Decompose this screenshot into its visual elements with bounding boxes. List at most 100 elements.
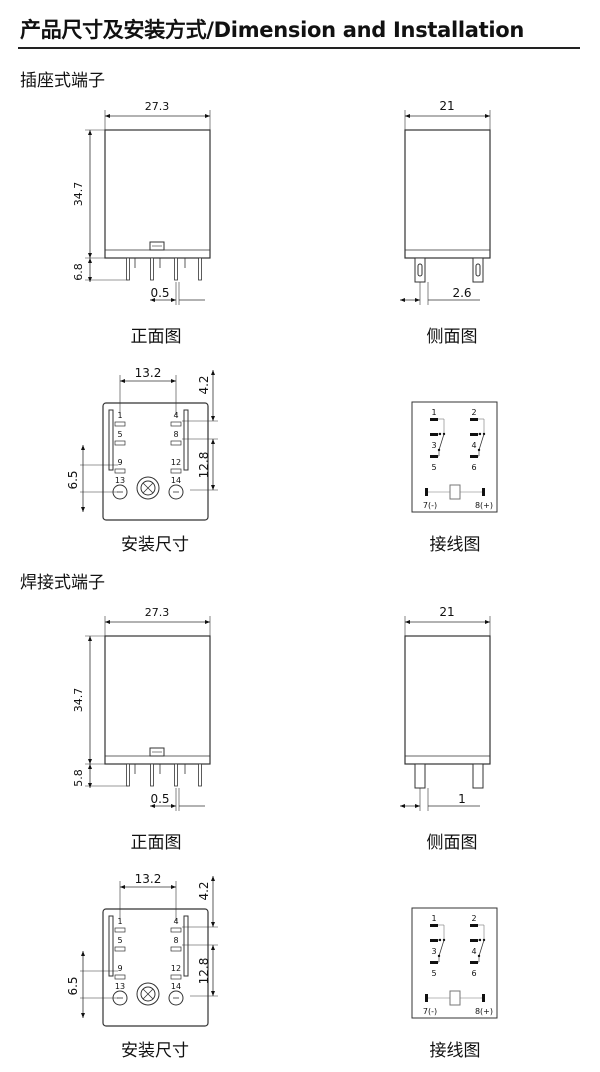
terminal-label: 1	[431, 914, 436, 923]
pin-label: 12	[171, 964, 181, 973]
dim-height: 34.7	[72, 182, 85, 207]
indicator	[136, 982, 160, 1006]
dim-left: 6.5	[66, 976, 80, 995]
contact	[430, 455, 438, 458]
pin-label: 14	[171, 982, 181, 991]
latch	[149, 241, 165, 251]
pin	[174, 257, 178, 281]
contact	[470, 433, 478, 436]
contact	[430, 939, 438, 942]
pin-label: 5	[117, 430, 122, 439]
dim-top: 4.2	[197, 881, 211, 900]
relay-body	[104, 129, 211, 259]
contact	[470, 961, 478, 964]
page-title: 产品尺寸及安装方式/Dimension and Installation	[20, 18, 525, 42]
dim-pin-width: 0.5	[150, 792, 169, 806]
terminal-label: 4	[471, 947, 476, 956]
terminal-label: 4	[471, 441, 476, 450]
dim-v-pitch: 12.8	[197, 452, 211, 479]
pin-label: 9	[117, 458, 122, 467]
terminal-label: 2	[471, 408, 476, 417]
contact	[430, 418, 438, 421]
pin-label: 14	[171, 476, 181, 485]
caption-wiring: 接线图	[430, 1041, 481, 1061]
contact	[430, 924, 438, 927]
pin-side	[472, 257, 484, 283]
dim-v-pitch: 12.8	[197, 958, 211, 985]
rib	[183, 915, 189, 977]
dim-top: 4.2	[197, 375, 211, 394]
pin-label: 4	[173, 411, 178, 420]
caption-side: 侧面图	[427, 327, 478, 347]
dim-h-pitch: 13.2	[135, 366, 162, 380]
dot	[478, 938, 482, 942]
pin-slot	[170, 440, 182, 446]
dim-height: 34.7	[72, 688, 85, 713]
pin	[126, 257, 130, 281]
pin-slot	[170, 927, 182, 933]
pin-side	[414, 763, 426, 789]
line	[438, 939, 445, 957]
pin-hole	[475, 263, 481, 277]
wiring-frame	[411, 907, 498, 1019]
pin-side	[472, 763, 484, 789]
dim-width: 27.3	[145, 100, 170, 113]
contact	[470, 939, 478, 942]
screw	[168, 484, 184, 500]
dim-pin-width: 0.5	[150, 286, 169, 300]
terminal-label: 2	[471, 914, 476, 923]
caption-side: 侧面图	[427, 833, 478, 853]
contact	[470, 418, 478, 421]
pin-slot	[114, 421, 126, 427]
dim-pin-length: 5.8	[72, 769, 85, 787]
pin	[126, 763, 130, 787]
screw	[168, 990, 184, 1006]
indicator-inner	[140, 480, 156, 496]
title-divider	[18, 47, 580, 49]
pin-label: 13	[115, 982, 125, 991]
coil-term	[482, 488, 485, 496]
pin	[198, 763, 202, 787]
indicator	[136, 476, 160, 500]
contact	[430, 961, 438, 964]
relay-body-side	[404, 635, 491, 765]
section-label-socket: 插座式端子	[20, 71, 105, 91]
dim-pin-pitch: 2.6	[452, 286, 471, 300]
section-label-solder: 焊接式端子	[20, 573, 105, 593]
caption-front: 正面图	[131, 833, 182, 853]
dot	[478, 432, 482, 436]
terminal-label: 3	[431, 441, 436, 450]
pin-label: 8	[173, 936, 178, 945]
caption-front: 正面图	[131, 327, 182, 347]
caption-wiring: 接线图	[430, 535, 481, 555]
coil	[449, 990, 461, 1006]
rib	[108, 915, 114, 977]
relay-body-side	[404, 129, 491, 259]
pin-slot	[114, 468, 126, 474]
arrow	[88, 258, 92, 282]
socket-outline	[102, 908, 209, 1027]
terminal-label: 6	[471, 969, 476, 978]
pin	[174, 763, 178, 787]
pin-label: 1	[117, 411, 122, 420]
socket-outline	[102, 402, 209, 521]
dot	[438, 938, 442, 942]
coil-term	[425, 994, 428, 1002]
pin-label: 5	[117, 936, 122, 945]
pin-slot	[114, 927, 126, 933]
dim-h-pitch: 13.2	[135, 872, 162, 886]
latch	[149, 747, 165, 757]
line	[142, 988, 154, 1000]
pin	[198, 257, 202, 281]
terminal-label: 1	[431, 408, 436, 417]
caption-mount: 安装尺寸	[121, 1041, 189, 1061]
terminal-label: 8(+)	[475, 501, 493, 510]
pin-label: 8	[173, 430, 178, 439]
wiring-frame	[411, 401, 498, 513]
